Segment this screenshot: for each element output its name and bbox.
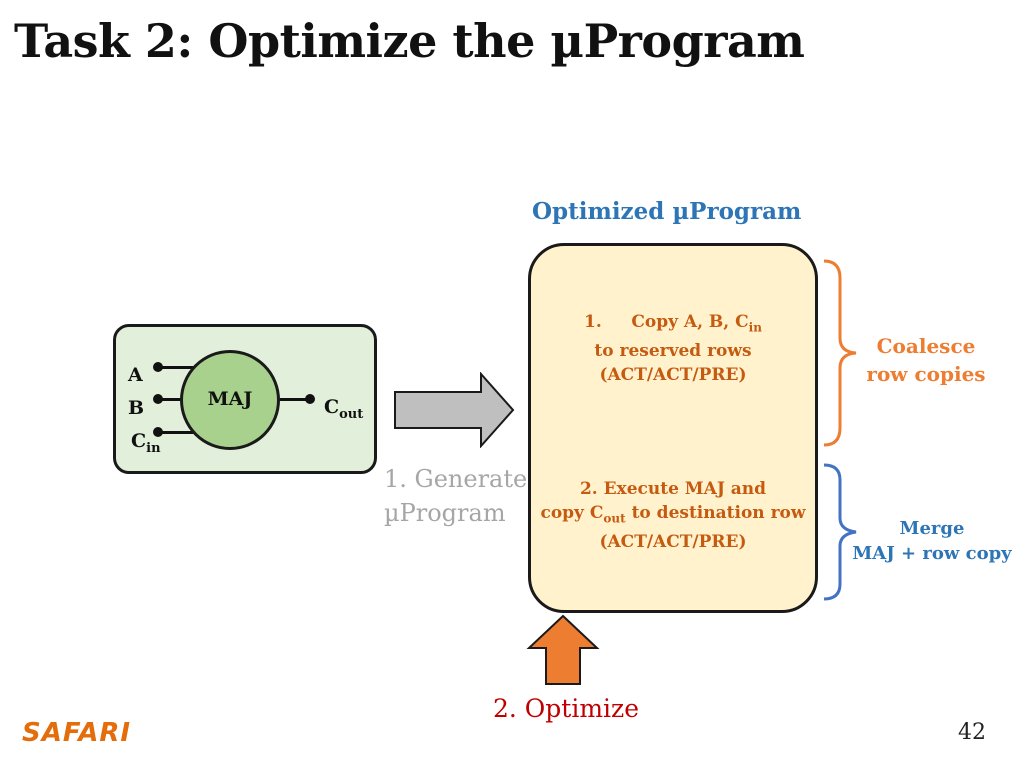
generate-program-label: 1. Generate µProgram	[384, 465, 528, 527]
input-pin-cin	[153, 427, 163, 437]
input-label-b: B	[128, 397, 145, 419]
safari-logo: SAFARI	[22, 718, 132, 748]
optimized-program-header: Optimized µProgram	[532, 198, 802, 225]
input-label-a: A	[128, 364, 143, 386]
output-pin-cout	[305, 394, 315, 404]
optimized-program-box	[528, 243, 818, 613]
output-label-cout: Cout	[324, 396, 364, 422]
right-brace-icon	[823, 463, 857, 601]
input-pin-a	[153, 362, 163, 372]
input-wire-a	[158, 366, 194, 369]
program-step-2: 2. Execute MAJ and copy Cout to destinat…	[540, 479, 806, 553]
right-brace-icon	[823, 259, 857, 447]
input-wire-b	[158, 398, 184, 401]
input-pin-b	[153, 394, 163, 404]
output-wire-cout	[278, 398, 310, 401]
input-label-cin: Cin	[131, 430, 161, 456]
program-step-1: 1. Copy A, B, Cin to reserved rows (ACT/…	[584, 312, 762, 386]
page-number: 42	[958, 720, 986, 745]
slide-title: Task 2: Optimize the µProgram	[14, 14, 805, 68]
maj-gate	[180, 350, 280, 450]
input-wire-cin	[158, 431, 194, 434]
merge-annotation: Merge MAJ + row copy	[852, 518, 1012, 564]
right-arrow-icon	[394, 372, 515, 448]
optimize-label: 2. Optimize	[493, 694, 640, 723]
maj-gate-label: MAJ	[207, 388, 253, 410]
coalesce-annotation: Coalesce row copies	[866, 334, 986, 386]
up-arrow-icon	[526, 614, 600, 685]
